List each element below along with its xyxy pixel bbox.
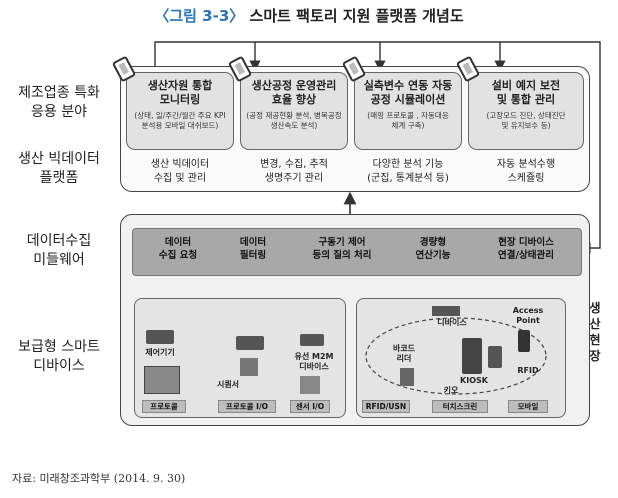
device-label: RFID <box>517 366 539 375</box>
app-card-title: 생산자원 통합 모니터링 <box>147 79 213 106</box>
middleware-item: 데이터 필터링 <box>239 237 267 261</box>
middleware-item: 구동기 제어 등의 질의 처리 <box>312 237 372 261</box>
device-label: 키오 <box>443 386 459 395</box>
sequencer-icon <box>236 336 264 350</box>
protocol-tag: 프로토콜 <box>142 400 186 413</box>
m2m-device-icon <box>300 334 324 346</box>
device-label: 제어기기 <box>145 348 175 357</box>
app-card-subtitle: (고장모드 진단, 상태진단 및 유지보수 등) <box>486 111 566 130</box>
kiosk-icon <box>462 338 482 374</box>
sensor-icon <box>300 376 320 394</box>
controller-equipment-icon <box>146 330 174 344</box>
app-card-maintenance: 설비 예지 보전 및 통합 관리 (고장모드 진단, 상태진단 및 유지보수 등… <box>468 72 584 150</box>
device-label: 시퀀서 <box>216 380 240 389</box>
figure-number: 〈그림 3-3〉 <box>154 7 245 25</box>
sensor-io-tag: 센서 I/O <box>290 400 330 413</box>
app-card-process: 생산공정 운영관리 효율 향상 (공정 재공현황 분석, 병목공정 생산속도 분… <box>240 72 348 150</box>
middleware-item: 경량형 연산기능 <box>415 237 451 261</box>
label-app-domain: 제조업종 특화 응용 분야 <box>18 85 100 120</box>
protocol-io-tag: 프로토콜 I/O <box>218 400 276 413</box>
middleware-bar <box>132 228 582 276</box>
device-label: Access Point <box>512 306 544 325</box>
platform-function: 자동 분석수행 스케쥴링 <box>496 159 556 184</box>
device-label: 바코드 리더 <box>392 344 416 363</box>
device-label: 유선 M2M 디바이스 <box>294 352 334 371</box>
mobile-tag: 모바일 <box>508 400 548 413</box>
touchscreen-tag: 터치스크린 <box>432 400 488 413</box>
barcode-reader-icon <box>400 368 414 386</box>
access-point-icon <box>518 330 530 352</box>
label-middleware: 데이터수집 미들웨어 <box>26 233 92 268</box>
middleware-item: 데이터 수집 요청 <box>158 237 198 261</box>
machine-icon <box>144 366 180 394</box>
wireless-network-ring <box>365 317 547 395</box>
app-card-subtitle: (매핑 프로토콜 , 자동대응 체계 구축) <box>367 111 449 130</box>
figure-title-text: 스마트 팩토리 지원 플랫폼 개념도 <box>249 7 464 25</box>
app-card-title: 실측변수 연동 자동 공정 시뮬레이션 <box>363 79 453 106</box>
rfid-usn-tag: RFID/USN <box>362 400 410 413</box>
production-site-label: 생 산 현 장 <box>589 301 601 363</box>
wired-devices-box <box>134 298 346 418</box>
label-smart-device: 보급형 스마트 디바이스 <box>18 339 100 374</box>
platform-function: 다양한 분석 기능 (군집, 통계분석 등) <box>367 159 449 184</box>
platform-function: 생산 빅데이터 수집 및 관리 <box>150 159 210 184</box>
app-card-monitoring: 생산자원 통합 모니터링 (상태, 일/주간/월간 주요 KPI 분석용 모바일… <box>126 72 234 150</box>
device-label: KIOSK <box>460 376 488 385</box>
app-card-title: 생산공정 운영관리 효율 향상 <box>251 79 337 106</box>
app-card-simulation: 실측변수 연동 자동 공정 시뮬레이션 (매핑 프로토콜 , 자동대응 체계 구… <box>354 72 462 150</box>
device-label: 디바이스 <box>437 318 467 327</box>
sequencer-module-icon <box>240 358 258 376</box>
figure-title: 〈그림 3-3〉 스마트 팩토리 지원 플랫폼 개념도 <box>0 5 618 26</box>
app-card-title: 설비 예지 보전 및 통합 관리 <box>491 79 561 106</box>
platform-function: 변경, 수집, 추적 생명주기 관리 <box>260 159 328 184</box>
label-bigdata-platform: 생산 빅데이터 플랫폼 <box>18 151 100 186</box>
source-note: 자료: 미래창조과학부 (2014. 9. 30) <box>12 472 186 485</box>
middleware-item: 현장 디바이스 연결/상태관리 <box>498 237 554 261</box>
handheld-icon <box>488 346 502 368</box>
device-hub-icon <box>432 306 460 316</box>
app-card-subtitle: (상태, 일/주간/월간 주요 KPI 분석용 모바일 대쉬보드) <box>134 111 226 130</box>
app-card-subtitle: (공정 재공현황 분석, 병목공정 생산속도 분석) <box>246 111 342 130</box>
